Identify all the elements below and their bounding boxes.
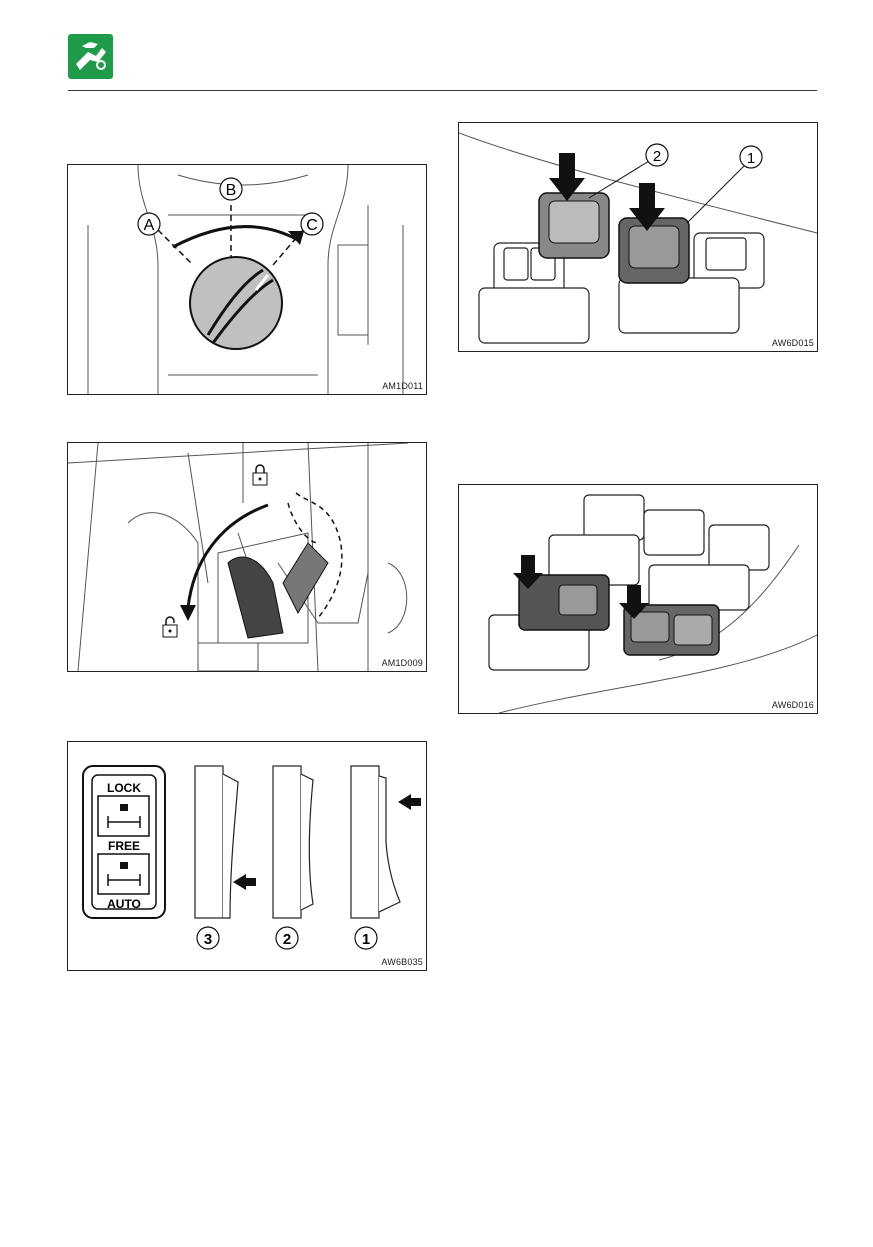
figure-dial: A B C AM1D011	[67, 164, 427, 395]
label-b: B	[226, 182, 237, 199]
position-label: 2	[283, 931, 291, 948]
unlocked-padlock-icon	[163, 617, 177, 637]
figure-buttons-bottom: AW6D016	[458, 484, 818, 714]
switch-free-label: FREE	[108, 839, 140, 853]
figure-code: AW6D015	[772, 338, 814, 348]
switch-lock-label: LOCK	[107, 781, 141, 795]
header-divider	[68, 90, 817, 91]
locked-padlock-icon	[253, 465, 267, 485]
figure-code: AW6D016	[772, 700, 814, 710]
position-label: 1	[362, 931, 370, 948]
figure-code: AW6B035	[381, 957, 423, 967]
callout-2: 2	[653, 148, 661, 165]
position-label: 3	[204, 931, 212, 948]
figure-buttons-top: 2 1 AW6D015	[458, 122, 818, 352]
label-a: A	[144, 217, 155, 234]
figure-code: AM1D009	[382, 658, 423, 668]
maintenance-hand-icon	[68, 34, 113, 79]
figure-lock-lever: AM1D009	[67, 442, 427, 672]
label-c: C	[306, 217, 318, 234]
figure-code: AM1D011	[382, 381, 423, 391]
figure-switch-positions: LOCK FREE AUTO 3 2 1 AW6B035	[67, 741, 427, 971]
switch-auto-label: AUTO	[107, 897, 141, 911]
callout-1: 1	[747, 150, 755, 167]
